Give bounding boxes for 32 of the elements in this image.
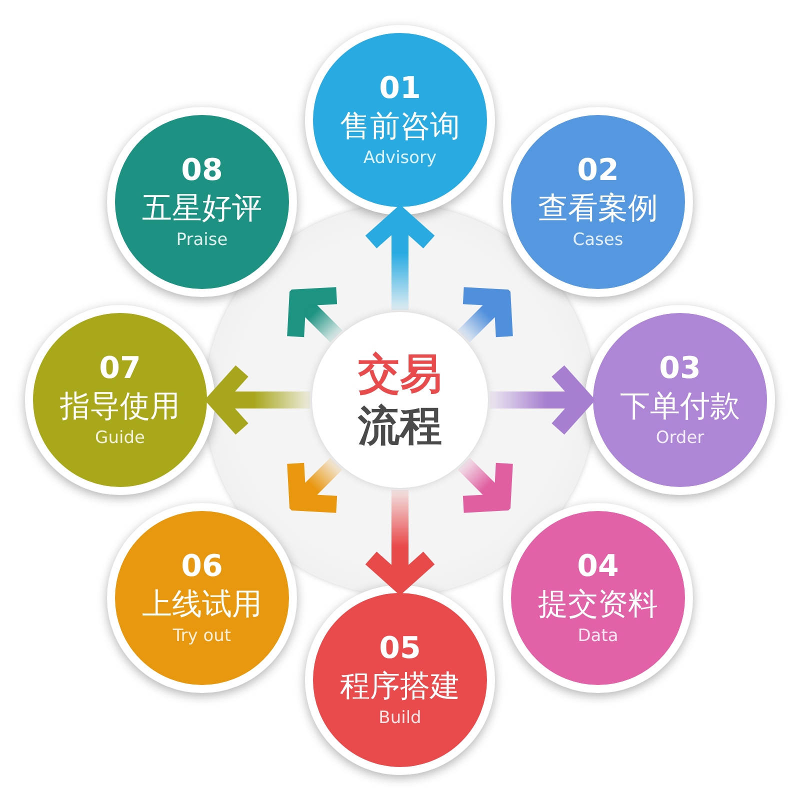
step-title: 五星好评 xyxy=(142,190,262,228)
step-number: 02 xyxy=(577,153,619,189)
step-number: 06 xyxy=(181,548,223,585)
step-title: 提交资料 xyxy=(538,586,658,624)
step-number: 03 xyxy=(659,351,701,387)
arrow xyxy=(287,454,346,513)
arrow xyxy=(287,287,346,346)
step-subtitle: Try out xyxy=(172,624,232,647)
step-number: 08 xyxy=(181,153,223,189)
step-subtitle: Guide xyxy=(95,427,145,449)
step-title: 指导使用 xyxy=(60,388,180,426)
step-number: 05 xyxy=(379,631,421,667)
step-number: 07 xyxy=(99,351,141,387)
step-number: 04 xyxy=(577,548,619,585)
title-text: 交易 xyxy=(358,348,442,400)
arrow xyxy=(208,362,310,438)
step-subtitle: Advisory xyxy=(363,147,437,169)
step-subtitle: Data xyxy=(578,624,618,647)
step-title: 售前咨询 xyxy=(340,108,460,146)
arrow xyxy=(490,362,592,438)
step-title: 查看案例 xyxy=(538,190,658,228)
step-title: 下单付款 xyxy=(620,388,740,426)
arrow xyxy=(454,287,513,346)
step-title: 上线试用 xyxy=(142,586,262,624)
step-number: 01 xyxy=(379,71,421,107)
step-subtitle: Build xyxy=(378,707,422,729)
step-subtitle: Cases xyxy=(572,229,624,251)
step-subtitle: Order xyxy=(656,427,704,449)
arrow xyxy=(454,454,513,513)
step-subtitle: Praise xyxy=(176,229,228,251)
step-title: 程序搭建 xyxy=(340,668,460,706)
title-text: 流程 xyxy=(358,400,442,452)
